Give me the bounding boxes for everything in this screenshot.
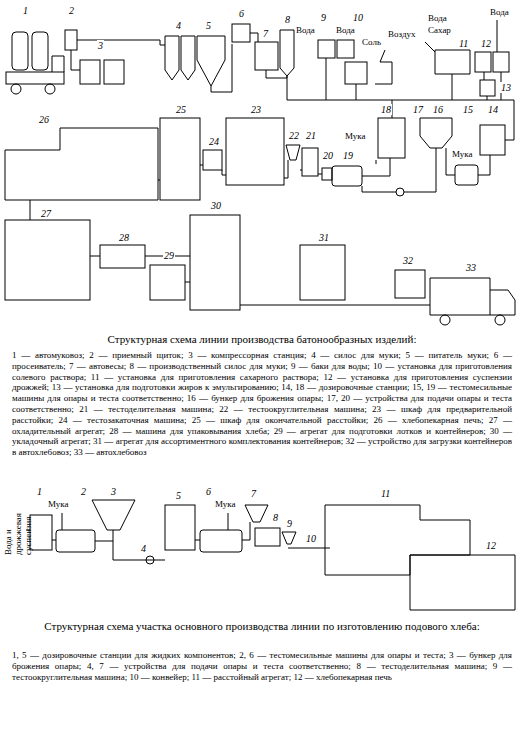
callout-number: 2 [68, 5, 75, 16]
input-label: Вода [296, 26, 315, 36]
callout-number: 10 [352, 12, 364, 23]
caption-heading: Структурная схема участка основного прои… [12, 620, 512, 633]
input-label: Мука [345, 132, 366, 142]
caption-text: 1 — автомуковоз; 2 — приемный щиток; 3 —… [12, 350, 512, 458]
input-label: Вода [490, 8, 509, 18]
input-label: Мука [452, 150, 473, 160]
callout-number: 9 [320, 12, 327, 23]
input-label: Мука [215, 500, 236, 510]
callout-number: 30 [210, 200, 222, 211]
callout-number: 2 [80, 486, 87, 497]
callout-number: 4 [140, 543, 147, 554]
callout-number: 14 [487, 104, 499, 115]
callout-number: 8 [284, 14, 291, 25]
caption-text: 1, 5 — дозировочные станции для жидких к… [12, 650, 512, 682]
callout-number: 6 [205, 486, 212, 497]
callout-number: 21 [305, 130, 317, 141]
callout-number: 17 [412, 104, 424, 115]
input-label: Соль [362, 38, 381, 48]
callout-number: 16 [432, 104, 444, 115]
input-label: Вода [428, 14, 447, 24]
callout-number: 27 [40, 208, 52, 219]
callout-number: 11 [458, 38, 469, 49]
callout-number: 15 [462, 104, 474, 115]
callout-number: 29 [163, 250, 175, 261]
callout-number: 12 [485, 540, 497, 551]
callout-number: 5 [205, 20, 212, 31]
callout-number: 5 [175, 490, 182, 501]
callout-number: 4 [175, 20, 182, 31]
callout-number: 3 [110, 486, 117, 497]
callout-number: 9 [286, 518, 293, 529]
callout-number: 13 [500, 82, 512, 93]
callout-number: 18 [380, 104, 392, 115]
callout-number: 33 [465, 262, 477, 273]
callout-number: 8 [272, 512, 279, 523]
callout-number: 26 [38, 114, 50, 125]
callout-number: 25 [175, 104, 187, 115]
callout-number: 28 [118, 232, 130, 243]
callout-number: 3 [97, 40, 104, 51]
input-label: Воздух [388, 30, 415, 40]
callout-number: 1 [22, 5, 29, 16]
callout-number: 12 [480, 38, 492, 49]
input-label: Вода и дрожжевая суспензия [4, 485, 34, 555]
callout-number: 6 [238, 8, 245, 19]
callout-number: 31 [318, 232, 330, 243]
input-label: Мука [48, 500, 69, 510]
callout-number: 22 [288, 130, 300, 141]
callout-number: 1 [36, 486, 43, 497]
callout-number: 23 [250, 104, 262, 115]
input-label: Сахар [428, 26, 451, 36]
input-label: Вода [336, 26, 355, 36]
caption-heading: Структурная схема линии производства бат… [12, 333, 512, 346]
callout-number: 24 [208, 136, 220, 147]
callout-number: 19 [342, 150, 354, 161]
callout-number: 11 [380, 488, 391, 499]
callout-number: 20 [322, 150, 334, 161]
callout-number: 32 [402, 255, 414, 266]
callout-number: 10 [305, 533, 317, 544]
callout-number: 7 [250, 488, 257, 499]
callout-number: 7 [262, 28, 269, 39]
